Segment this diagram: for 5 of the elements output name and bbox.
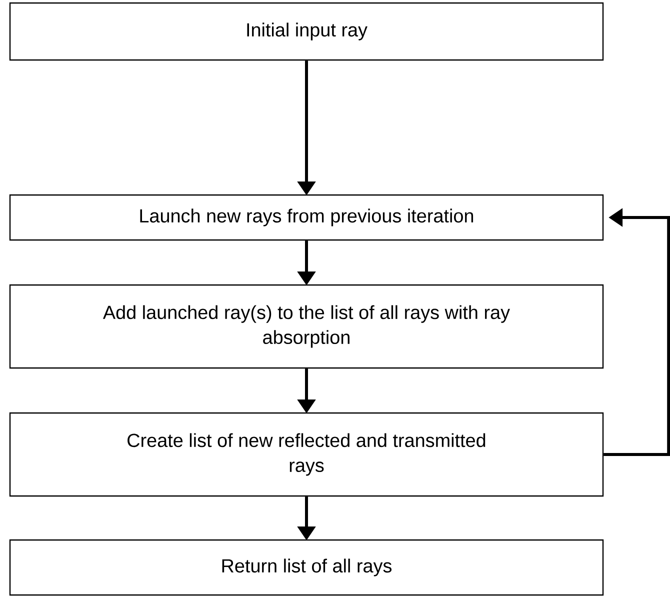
process-box: Launch new rays from previous iteration	[9, 194, 604, 241]
process-box: Return list of all rays	[9, 539, 604, 596]
process-box: Create list of new reflected and transmitted rays	[9, 412, 604, 497]
process-box: Initial input ray	[9, 2, 604, 61]
process-box: Add launched ray(s) to the list of all rays with ray absorption	[9, 284, 604, 369]
